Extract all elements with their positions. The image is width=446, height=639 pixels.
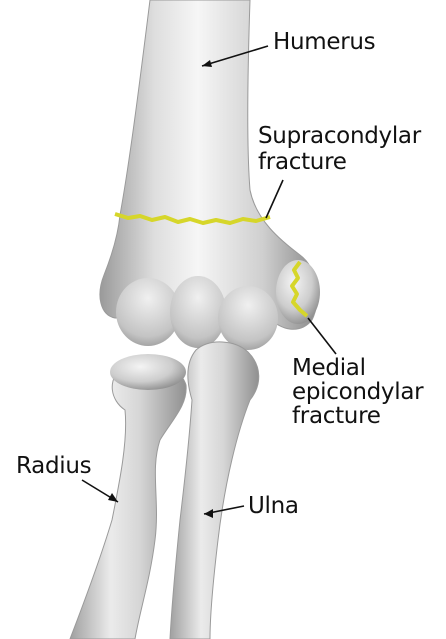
humerus-leader-line: [201, 45, 269, 67]
humerus-bone: [99, 0, 318, 330]
supracondylar-fracture-line: [114, 212, 271, 225]
trochlea-right: [218, 286, 278, 350]
ulna-label: Ulna: [248, 493, 299, 519]
humerus-label: Humerus: [273, 29, 376, 55]
medial-label-line2: epicondylar: [292, 379, 424, 405]
radial-head: [110, 354, 186, 390]
supracondylar-leader-line: [265, 179, 284, 219]
trochlea-left: [170, 276, 226, 348]
capitulum: [116, 278, 180, 346]
supracondylar-label-line2: fracture: [258, 149, 347, 175]
medial-epicondylar-fracture-line: [290, 260, 309, 318]
medial-label-line1: Medial: [292, 355, 366, 381]
ulna-arrowhead: [204, 509, 213, 518]
radius-bone: [69, 364, 187, 639]
medial-leader-line: [307, 317, 337, 355]
supracondylar-label-line1: Supracondylar: [258, 123, 421, 149]
radius-label: Radius: [16, 453, 92, 479]
ulna-bone: [169, 341, 260, 639]
medial-label-line3: fracture: [292, 403, 381, 429]
humerus-arrowhead: [202, 60, 212, 67]
radius-arrowhead: [108, 493, 118, 502]
